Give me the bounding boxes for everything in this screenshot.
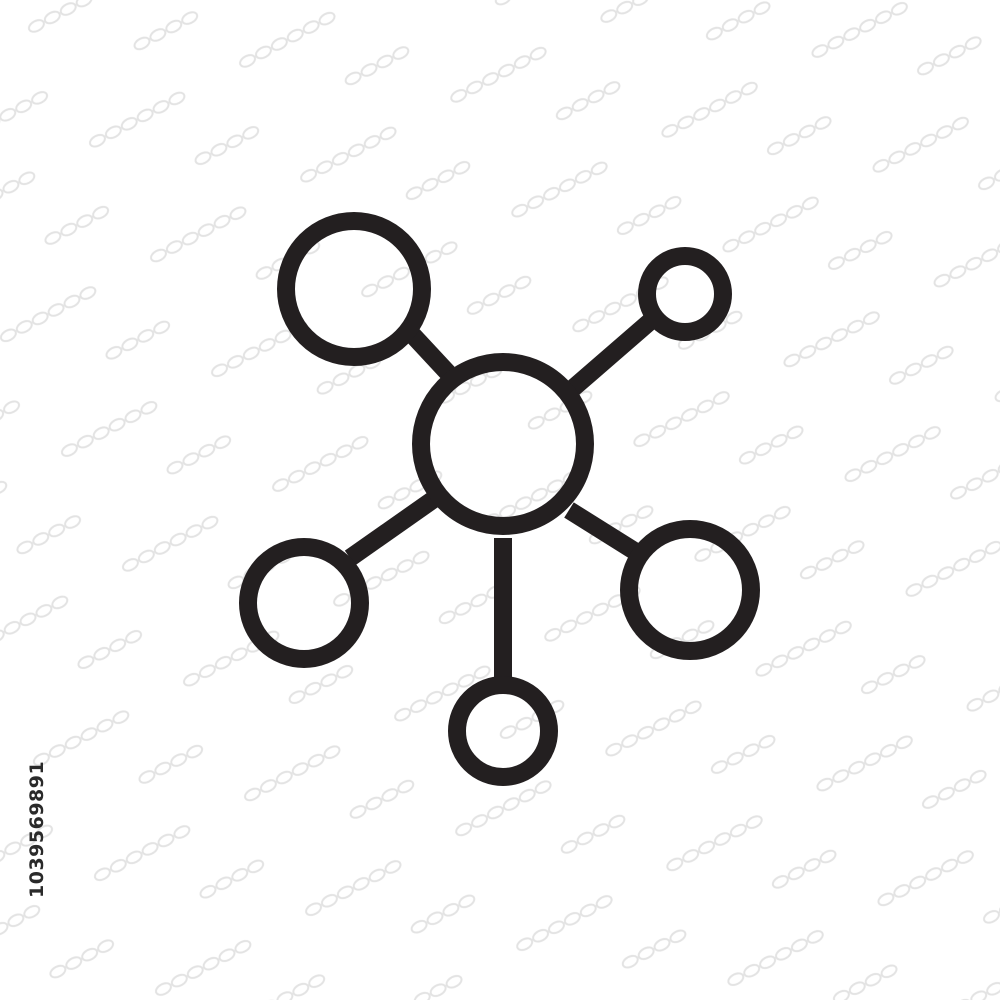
connector-top-right	[565, 311, 660, 397]
satellite-node-bottom-left	[239, 538, 369, 668]
central-node	[412, 353, 594, 535]
connector-bottom-right	[564, 502, 641, 560]
satellite-node-bottom-right	[620, 520, 760, 660]
connector-top-left	[401, 323, 455, 380]
image-id-text: 1039569891	[26, 760, 48, 898]
satellite-node-bottom	[448, 676, 558, 786]
satellite-node-top-left	[277, 212, 431, 366]
satellite-node-top-right	[638, 247, 732, 341]
connector-bottom-left	[344, 491, 440, 566]
